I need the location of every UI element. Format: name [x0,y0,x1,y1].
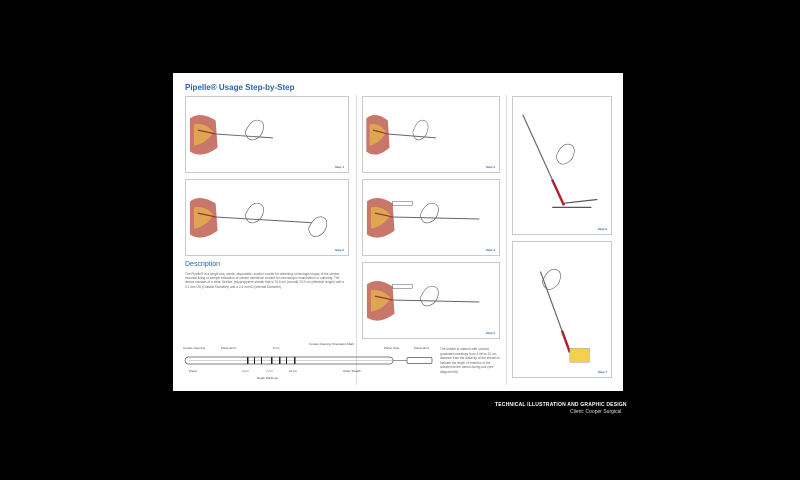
depth-scale [392,201,413,206]
hand-illustration [244,202,264,224]
label-10cm: 10 cm [289,369,298,373]
label-5cm: 5 cm [273,346,280,350]
poster: Pipelle® Usage Step-by-Step Step 1 Step … [173,73,623,391]
pipelle-instrument [392,299,480,303]
step-7-panel: Step 7 [512,241,612,378]
step-6-panel: Step 6 [512,96,612,235]
step-label: Step 3 [485,165,495,169]
pipelle-instrument [215,216,315,224]
divider [506,95,507,385]
depth-marks [247,357,296,364]
hand-illustration [555,143,575,165]
label-orientation-mark: Curette Opening Orientation Mark [309,342,355,346]
sample-in-sheath [551,179,566,206]
hand-illustration [412,119,429,141]
hand-illustration [419,285,439,307]
pipelle-diagram: Curette Opening Piston End 5 cm Curette … [183,342,433,380]
pipelle-instrument [392,216,480,220]
step-3-panel: Step 3 [362,96,500,173]
forceps-icon [552,198,598,208]
pipelle-instrument [387,133,437,139]
label-7cm: 7 cm [266,369,273,373]
hand-illustration [308,216,328,237]
step-4-panel: Step 4 [362,179,500,256]
anatomy-illustration [189,197,218,238]
step-label: Step 6 [597,227,607,231]
label-depth-markings: Depth Markings [257,376,279,380]
caption-title: TECHNICAL ILLUSTRATION AND GRAPHIC DESIG… [495,402,627,408]
label-piston-stop: Piston Stop [384,346,400,350]
step-label: Step 1 [334,165,344,169]
hand-illustration [244,119,264,141]
step-label: Step 7 [597,370,607,374]
step-5-panel: Step 5 [362,262,500,339]
label-outer-sheath: Outer Sheath [343,369,361,373]
piston-handle [406,357,433,364]
label-piston-end: Piston End [221,346,236,350]
divider [356,95,357,385]
step-2-panel: Step 2 [185,179,349,256]
side-note: The sheath is marked with colored, gradu… [440,347,500,374]
description-heading: Description [185,261,221,268]
hand-illustration [419,202,439,224]
label-curette-opening: Curette Opening [183,346,205,350]
step-1-panel: Step 1 [185,96,349,173]
anatomy-illustration [366,197,395,238]
specimen-container [569,348,590,363]
step-label: Step 5 [485,331,495,335]
poster-title: Pipelle® Usage Step-by-Step [185,83,295,92]
hand-illustration [542,269,561,290]
label-piston-rod: Piston Rod [414,346,429,350]
label-4cm: 4 cm [242,369,249,373]
pipelle-instrument [215,133,273,139]
caption-client: Client: Cooper Surgical [570,409,622,415]
step-label: Step 4 [485,248,495,252]
anatomy-illustration [189,114,218,155]
step-label: Step 2 [334,248,344,252]
label-piston: Piston [189,369,198,373]
depth-scale [392,284,413,289]
sample-in-sheath [560,330,571,353]
description-text: The Pipelle® is a single-use, sterile, d… [185,272,345,289]
anatomy-illustration [366,114,390,155]
anatomy-illustration [366,280,395,321]
